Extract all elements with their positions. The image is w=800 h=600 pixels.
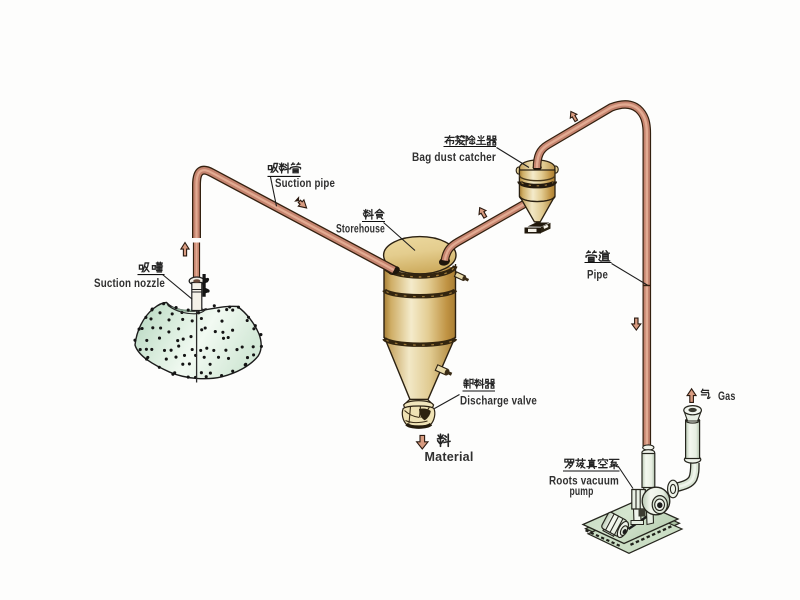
- svg-text:Pipe: Pipe: [587, 270, 608, 282]
- svg-text:Material: Material: [425, 450, 474, 464]
- svg-text:pump: pump: [570, 486, 594, 498]
- svg-text:Storehouse: Storehouse: [336, 224, 385, 236]
- svg-text:Bag dust catcher: Bag dust catcher: [412, 152, 496, 164]
- svg-text:Roots vacuum: Roots vacuum: [549, 476, 619, 488]
- svg-text:Suction nozzle: Suction nozzle: [94, 278, 165, 290]
- svg-text:Suction pipe: Suction pipe: [275, 178, 335, 190]
- svg-text:Gas: Gas: [718, 389, 736, 403]
- svg-text:Discharge valve: Discharge valve: [460, 396, 537, 408]
